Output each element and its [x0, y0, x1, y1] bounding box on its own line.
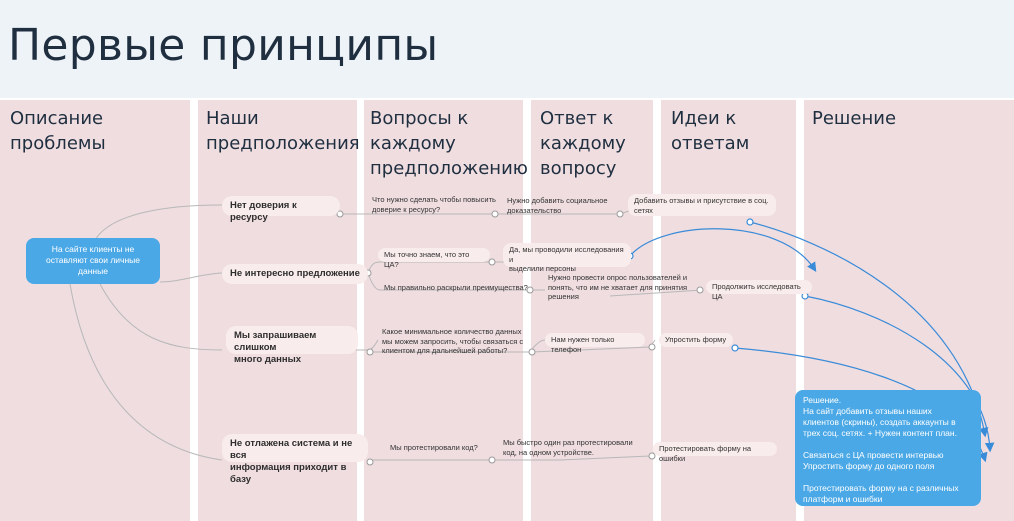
connector-line [99, 283, 223, 351]
idea-node: Упростить форму [659, 333, 733, 347]
connector-dot [648, 452, 656, 460]
arrow-start-dot [731, 344, 739, 352]
problem-node: На сайте клиенты не оставляют свои личны… [26, 238, 160, 284]
header-band: Первые принципы [0, 0, 1014, 98]
arrow-line [629, 228, 817, 273]
question-label: Какое минимальное количество данных мы м… [382, 327, 524, 355]
answer-node: Да, мы проводили исследования и выделили… [503, 243, 631, 273]
question-label: Что нужно сделать чтобы повысить доверие… [372, 195, 496, 214]
answer-label: Нужно добавить социальное доказательство [507, 196, 608, 215]
question-node: Мы точно знаем, что это ЦА? [378, 248, 490, 269]
idea-node: Добавить отзывы и присутствие в соц. сет… [628, 194, 776, 216]
column-title: Наши предположения [206, 108, 360, 154]
connector-line [367, 272, 528, 291]
column-answers: Ответ к каждому вопросу [531, 100, 653, 521]
idea-node: Продолжить исследовать ЦА [706, 280, 812, 301]
connector-dot [488, 258, 496, 266]
arrow-line [749, 221, 989, 438]
idea-node: Протестировать форму на ошибки [653, 442, 777, 463]
column-questions: Вопросы к каждому предположению [364, 100, 528, 521]
assumption-node: Не отлажена система и не вся информация … [222, 434, 368, 485]
answer-label: Нужно провести опрос пользователей и пон… [548, 273, 688, 301]
connector-dot [616, 210, 624, 218]
column-title: Описание проблемы [10, 108, 106, 154]
connector-line [69, 283, 223, 461]
connector-line [609, 289, 703, 297]
arrow-start-dot [746, 218, 754, 226]
connector-dot [366, 348, 374, 356]
connector-line [492, 455, 651, 461]
assumption-node: Не интересно предложение [222, 264, 368, 284]
connector-line [94, 204, 223, 241]
answer-label: Мы быстро один раз протестировали код, н… [503, 438, 633, 457]
column-title: Ответ к каждому вопросу [540, 108, 626, 179]
column-title: Решение [812, 108, 897, 129]
assumption-node: Мы запрашиваем слишком много данных [226, 326, 358, 365]
arrow-line [804, 295, 995, 453]
column-title: Вопросы к каждому предположению [370, 108, 528, 179]
connector-dot [528, 348, 536, 356]
connector-dot [366, 458, 374, 466]
answer-node: Нам нужен только телефон [545, 333, 645, 354]
question-label: Мы правильно раскрыли преимущества? [384, 283, 528, 292]
connector-dot [336, 210, 344, 218]
column-title: Идеи к ответам [671, 108, 750, 154]
question-label: Мы протестировали код? [390, 443, 478, 452]
connector-dot [696, 286, 704, 294]
page-title: Первые принципы [8, 20, 439, 71]
column-problem-description: Описание проблемы [0, 100, 190, 521]
connector-dot [488, 456, 496, 464]
connector-dot [491, 210, 499, 218]
connector-dot [526, 286, 534, 294]
connector-dot [648, 343, 656, 351]
assumption-node: Нет доверия к ресурсу [222, 196, 340, 223]
connector-line [159, 272, 223, 283]
solution-node: Решение. На сайт добавить отзывы наших к… [795, 390, 981, 506]
